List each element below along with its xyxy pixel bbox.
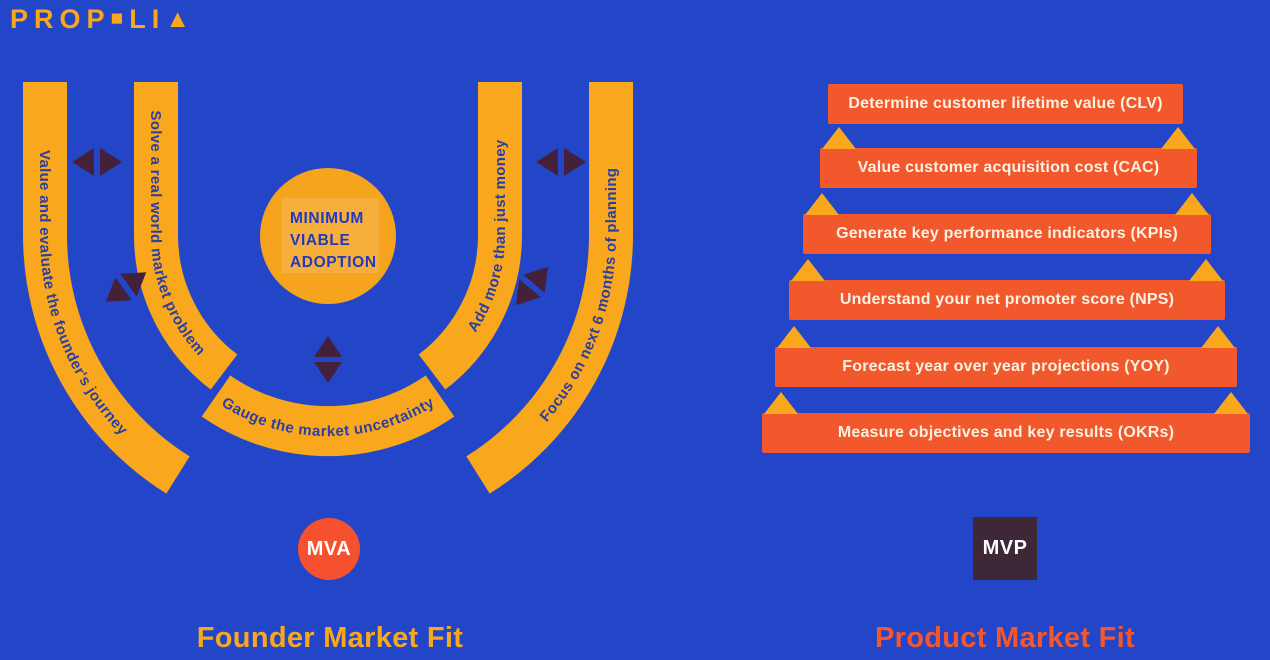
step-support-triangle-left-icon [805, 193, 839, 215]
step-label: Value customer acquisition cost (CAC) [857, 159, 1160, 176]
step-support-triangle-right-icon [1161, 127, 1195, 149]
arc-bottom [201, 375, 455, 457]
double-arrow-lower-right-icon [515, 266, 549, 306]
double-arrow-lower-left-icon [105, 272, 147, 302]
step-label: Determine customer lifetime value (CLV) [848, 95, 1163, 112]
product-market-fit-title: Product Market Fit [875, 622, 1135, 654]
center-circle-label: MINIMUM VIABLE ADOPTION [290, 210, 377, 271]
step-support-triangle-left-icon [791, 259, 825, 281]
logo-triangle-a-icon: ▲ [165, 5, 196, 33]
center-circle-highlight [282, 198, 379, 273]
step-support-triangle-right-icon [1214, 392, 1248, 414]
step-support-triangle-right-icon [1189, 259, 1223, 281]
step-bar-okrs: Measure objectives and key results (OKRs… [762, 392, 1250, 453]
founder-market-fit-title: Founder Market Fit [196, 622, 464, 654]
step-label: Measure objectives and key results (OKRs… [837, 424, 1175, 441]
logo-text-prop: PROP [10, 4, 111, 34]
logo-text-li: LI [129, 4, 166, 34]
step-support-triangle-right-icon [1175, 193, 1209, 215]
step-bar-cac: Value customer acquisition cost (CAC) [820, 127, 1197, 188]
step-bar-nps: Understand your net promoter score (NPS) [789, 259, 1225, 320]
mvp-badge-label: MVP [982, 537, 1028, 559]
brand-logo: PROP■LI▲ [10, 4, 196, 34]
mvp-badge: MVP [973, 517, 1037, 580]
step-bar-yoy: Forecast year over year projections (YOY… [775, 326, 1237, 387]
arc-outer-right [466, 82, 633, 494]
arc-inner-left [134, 82, 238, 390]
step-label: Forecast year over year projections (YOY… [842, 358, 1170, 375]
step-label: Understand your net promoter score (NPS) [839, 291, 1175, 308]
step-support-triangle-left-icon [777, 326, 811, 348]
mva-badge: MVA [298, 518, 360, 580]
double-arrow-bottom-center-icon [314, 336, 342, 383]
step-label: Generate key performance indicators (KPI… [836, 225, 1178, 242]
step-support-triangle-left-icon [822, 127, 856, 149]
logo-square-e-icon: ■ [110, 7, 130, 30]
founder-market-fit-diagram: Value and evaluate the founder's journey… [22, 82, 633, 494]
double-arrow-upper-left-icon [72, 148, 122, 176]
center-circle [260, 168, 396, 304]
mva-badge-label: MVA [306, 537, 352, 560]
step-bar-kpis: Generate key performance indicators (KPI… [803, 193, 1211, 254]
step-support-triangle-right-icon [1201, 326, 1235, 348]
double-arrow-upper-right-icon [536, 148, 586, 176]
step-support-triangle-left-icon [764, 392, 798, 414]
arc-inner-right [418, 82, 522, 390]
step-bar-clv: Determine customer lifetime value (CLV) [828, 84, 1183, 124]
arc-outer-left [22, 82, 190, 494]
